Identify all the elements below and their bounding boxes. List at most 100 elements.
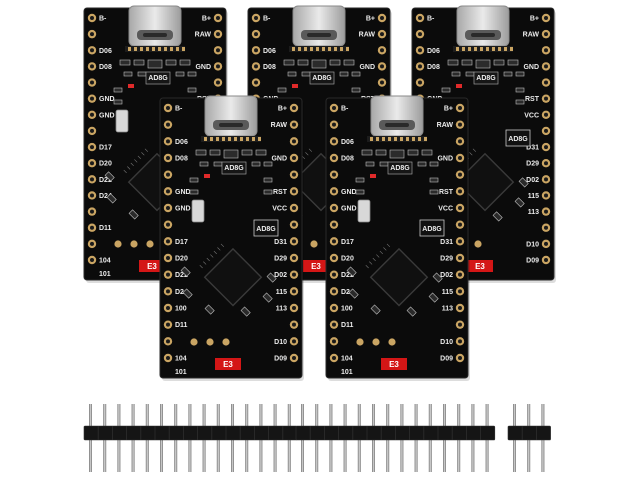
pin-hole-left: [254, 32, 258, 37]
pin-hole-left: [90, 225, 94, 230]
pin-hole-right: [458, 322, 462, 327]
pin-label-left: GND: [341, 189, 357, 196]
usb-c-port: [125, 5, 185, 52]
smd-component: [389, 149, 405, 159]
header-pin-bottom: [117, 440, 121, 472]
pin-label-left: 104: [341, 356, 353, 363]
pin-hole-right: [544, 16, 548, 20]
header-pin-top: [372, 404, 375, 428]
smd-component: [147, 59, 163, 69]
pin-hole-right: [458, 289, 462, 294]
red-marking: [467, 260, 493, 272]
pin-hole-left: [166, 339, 170, 344]
pin-label-left: D24: [99, 193, 112, 200]
pin-hole-left: [166, 206, 170, 210]
pin-hole-left: [90, 64, 94, 69]
usb-pin: [322, 47, 325, 51]
smd-component: [417, 161, 427, 167]
smd-component: [379, 161, 389, 167]
pin-hole-left: [254, 48, 258, 53]
pin-hole-right: [458, 189, 462, 194]
smd-component: [182, 288, 193, 299]
smd-component: [370, 304, 381, 315]
pin-label-right: D29: [526, 161, 539, 168]
pin-hole-right: [458, 339, 462, 344]
mcu-lead: [206, 257, 210, 262]
smd-component: [375, 149, 387, 156]
smd-component: [355, 189, 365, 195]
pin-label-left: GND: [99, 112, 115, 119]
pin-header: [507, 404, 551, 472]
pin-hole-left: [418, 48, 422, 53]
mcu-lead: [386, 243, 391, 248]
pin-label-right: D29: [274, 256, 287, 263]
pin-label-left: D22: [175, 272, 188, 279]
pin-hole-left: [166, 189, 170, 194]
pin-label-right: 115: [442, 289, 453, 296]
voltage-regulator: [145, 71, 171, 85]
status-led: [128, 84, 134, 88]
smd-component: [297, 59, 309, 66]
pin-label-right: B+: [278, 106, 287, 113]
header-pin-bottom: [216, 440, 220, 472]
voltage-regulator: [221, 161, 247, 175]
smd-component: [204, 304, 215, 315]
header-pin-top: [400, 404, 404, 428]
pin-hole-right: [292, 356, 296, 360]
usb-c-port: [289, 5, 349, 52]
pin-hole-left: [90, 177, 94, 182]
status-led: [456, 84, 462, 88]
header-pin-bottom: [372, 440, 375, 472]
test-pad: [206, 338, 214, 346]
smd-component: [195, 149, 207, 156]
pin-hole-left: [90, 241, 94, 246]
microcontroller: [455, 152, 515, 212]
smd-component: [199, 161, 209, 167]
smd-component: [180, 266, 191, 277]
pin-label-right: VCC: [272, 206, 287, 213]
header-pin-bottom: [188, 440, 192, 472]
pin-hole-right: [458, 239, 462, 244]
pin-hole-left: [90, 258, 94, 262]
mcu-lead: [130, 162, 134, 167]
usb-pin: [146, 47, 149, 51]
smd-component: [515, 71, 525, 77]
pin-hole-right: [292, 139, 296, 144]
regulator-label: AD8G: [148, 75, 168, 82]
pin-label-left: B-: [263, 16, 271, 23]
pin-label-right: D10: [274, 339, 287, 346]
usb-pin: [258, 137, 261, 141]
pin-label-right: D09: [440, 356, 453, 363]
usb-pin: [400, 137, 403, 141]
bottom-label: 101: [341, 369, 353, 376]
smd-component: [119, 59, 131, 66]
flash-chip-label: AD8G: [422, 226, 442, 233]
test-pad: [130, 240, 138, 248]
header-pin-top: [216, 404, 220, 428]
header-pin-top: [386, 404, 390, 428]
pin-hole-left: [332, 222, 336, 227]
usb-pin: [204, 137, 207, 141]
pin-hole-right: [458, 206, 462, 210]
header-pin-top: [202, 404, 206, 428]
pin-hole-right: [544, 209, 548, 214]
smd-component: [343, 59, 355, 66]
pin-label-left: B-: [427, 16, 435, 23]
pin-hole-right: [544, 241, 548, 246]
pin-hole-right: [292, 206, 296, 210]
header-pin-top: [245, 404, 249, 428]
usb-pin: [376, 137, 379, 141]
crystal: [191, 199, 205, 223]
smd-component: [263, 177, 273, 183]
test-pad: [356, 338, 364, 346]
pin-hole-right: [292, 156, 296, 160]
pin-hole-left: [166, 239, 170, 244]
pin-hole-right: [216, 32, 220, 37]
pin-hole-right: [292, 106, 296, 110]
header-pin-top: [287, 404, 291, 428]
bottom-label: 101: [99, 271, 111, 278]
pin-hole-right: [292, 122, 296, 127]
header-pin-top: [485, 404, 489, 428]
voltage-regulator: [309, 71, 335, 85]
pin-label-left: D06: [427, 48, 440, 55]
